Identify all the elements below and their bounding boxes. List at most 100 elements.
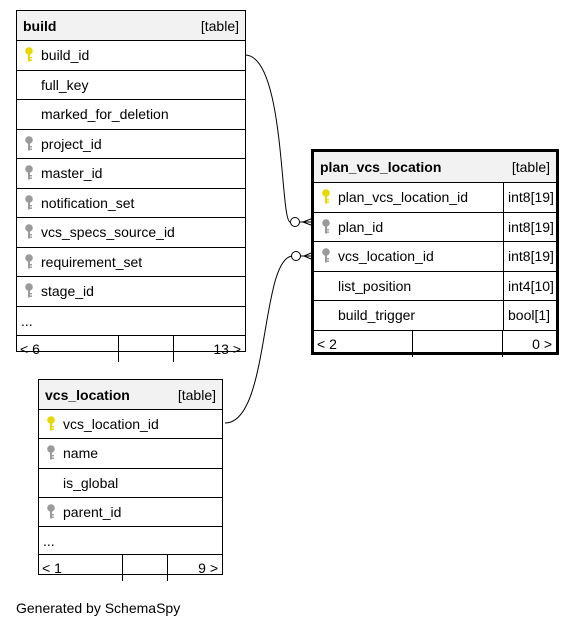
index-key-icon [314, 248, 338, 264]
column-name-cell: vcs_location_id [39, 410, 222, 438]
column-row[interactable]: name [39, 439, 222, 469]
column-name: parent_id [63, 504, 122, 521]
column-name: plan_vcs_location_id [338, 189, 468, 206]
column-list: plan_vcs_location_id int8[19] plan_id int8[… [314, 183, 556, 331]
table-header: plan_vcs_location [table] [314, 152, 556, 183]
column-name: build_id [41, 47, 90, 64]
column-name-cell: parent_id [39, 498, 222, 526]
parents-count[interactable]: < 1 [39, 555, 123, 582]
footer-spacer [413, 331, 502, 357]
column-name-cell: is_global [39, 469, 222, 497]
table-name: build [23, 17, 57, 34]
parents-count[interactable]: < 2 [314, 330, 413, 357]
column-row[interactable]: project_id [17, 130, 245, 159]
column-name: vcs_specs_source_id [41, 224, 175, 241]
column-name-cell: name [39, 439, 222, 467]
column-name: full_key [41, 76, 89, 93]
index-key-icon [39, 504, 63, 520]
column-name-cell: marked_for_deletion [17, 100, 245, 129]
column-name: requirement_set [41, 253, 143, 270]
column-row[interactable]: is_global [39, 469, 222, 498]
index-key-icon [17, 194, 41, 211]
index-key-icon [39, 445, 63, 461]
children-count[interactable]: 9 > [167, 555, 222, 582]
table-footer: < 6 13 > [17, 335, 245, 362]
column-row[interactable]: build_id [17, 41, 245, 71]
primary-key-icon [39, 416, 63, 432]
column-name: stage_id [41, 283, 94, 300]
edge-build-to-plan [244, 54, 291, 223]
table-kind: [table] [177, 386, 216, 403]
footer-spacer [119, 336, 173, 362]
table-header: vcs_location [table] [39, 380, 222, 410]
column-row[interactable]: requirement_set [17, 248, 245, 277]
index-key-icon [17, 224, 41, 240]
edge-circle-plan-id [290, 217, 300, 227]
column-name-cell: list_position [314, 272, 503, 301]
children-count[interactable]: 13 > [173, 335, 245, 362]
table-footer: < 2 0 > [314, 330, 556, 357]
index-key-icon [17, 283, 41, 299]
table-footer: < 1 9 > [39, 555, 222, 582]
column-name: is_global [63, 474, 119, 491]
index-key-icon [17, 253, 41, 270]
table-build[interactable]: build [table] build_id full_key marked_for… [16, 10, 246, 362]
column-name-cell: requirement_set [17, 248, 245, 277]
column-row[interactable]: marked_for_deletion [17, 100, 245, 130]
more-indicator: ... [21, 312, 33, 329]
more-indicator: ... [43, 532, 55, 549]
column-name-cell: plan_vcs_location_id [314, 183, 503, 212]
column-name: vcs_location_id [63, 416, 159, 433]
column-name: notification_set [41, 194, 135, 211]
index-key-icon [17, 165, 41, 181]
column-row[interactable]: plan_id int8[19] [314, 212, 556, 242]
edge-circle-vcs-location-id [291, 251, 301, 261]
table-kind: [table] [200, 17, 239, 34]
column-name-cell: plan_id [314, 213, 503, 242]
table-plan-vcs-location[interactable]: plan_vcs_location [table] plan_vcs_locat… [311, 149, 559, 357]
column-name-cell: stage_id [17, 277, 245, 306]
column-name: marked_for_deletion [41, 106, 169, 123]
column-row[interactable]: plan_vcs_location_id int8[19] [314, 183, 556, 213]
column-name-cell: build_id [17, 41, 245, 70]
parents-count[interactable]: < 6 [17, 335, 119, 362]
column-row[interactable]: vcs_location_id [39, 410, 222, 440]
column-name-cell: full_key [17, 71, 245, 100]
column-row[interactable]: master_id [17, 159, 245, 189]
column-type: bool[1] [503, 301, 556, 330]
column-name-cell: vcs_specs_source_id [17, 218, 245, 247]
generated-by-label: Generated by SchemaSpy [16, 600, 181, 616]
column-type: int8[19] [503, 242, 556, 271]
more-columns: ... [17, 307, 245, 336]
column-name-cell: master_id [17, 159, 245, 188]
column-row[interactable]: stage_id [17, 277, 245, 307]
column-row[interactable]: notification_set [17, 189, 245, 218]
table-name: plan_vcs_location [320, 159, 442, 175]
column-name: name [63, 445, 99, 462]
column-type: int8[19] [503, 183, 556, 212]
column-row[interactable]: vcs_specs_source_id [17, 218, 245, 248]
column-name-cell: build_trigger [314, 301, 503, 330]
column-type: int8[19] [503, 212, 556, 241]
children-count[interactable]: 0 > [502, 330, 556, 357]
column-type: int4[10] [503, 271, 556, 300]
column-name: master_id [41, 165, 103, 182]
more-columns: ... [39, 527, 222, 556]
table-header: build [table] [17, 11, 245, 41]
column-name: build_trigger [338, 307, 416, 324]
edge-vcs-to-plan [224, 255, 293, 424]
index-key-icon [314, 218, 338, 235]
column-name: plan_id [338, 218, 384, 235]
column-name-cell: notification_set [17, 189, 245, 218]
column-row[interactable]: full_key [17, 71, 245, 100]
footer-spacer [123, 555, 167, 581]
primary-key-icon [17, 47, 41, 63]
column-row[interactable]: build_trigger bool[1] [314, 301, 556, 331]
column-row[interactable]: parent_id [39, 498, 222, 528]
index-key-icon [17, 135, 41, 152]
